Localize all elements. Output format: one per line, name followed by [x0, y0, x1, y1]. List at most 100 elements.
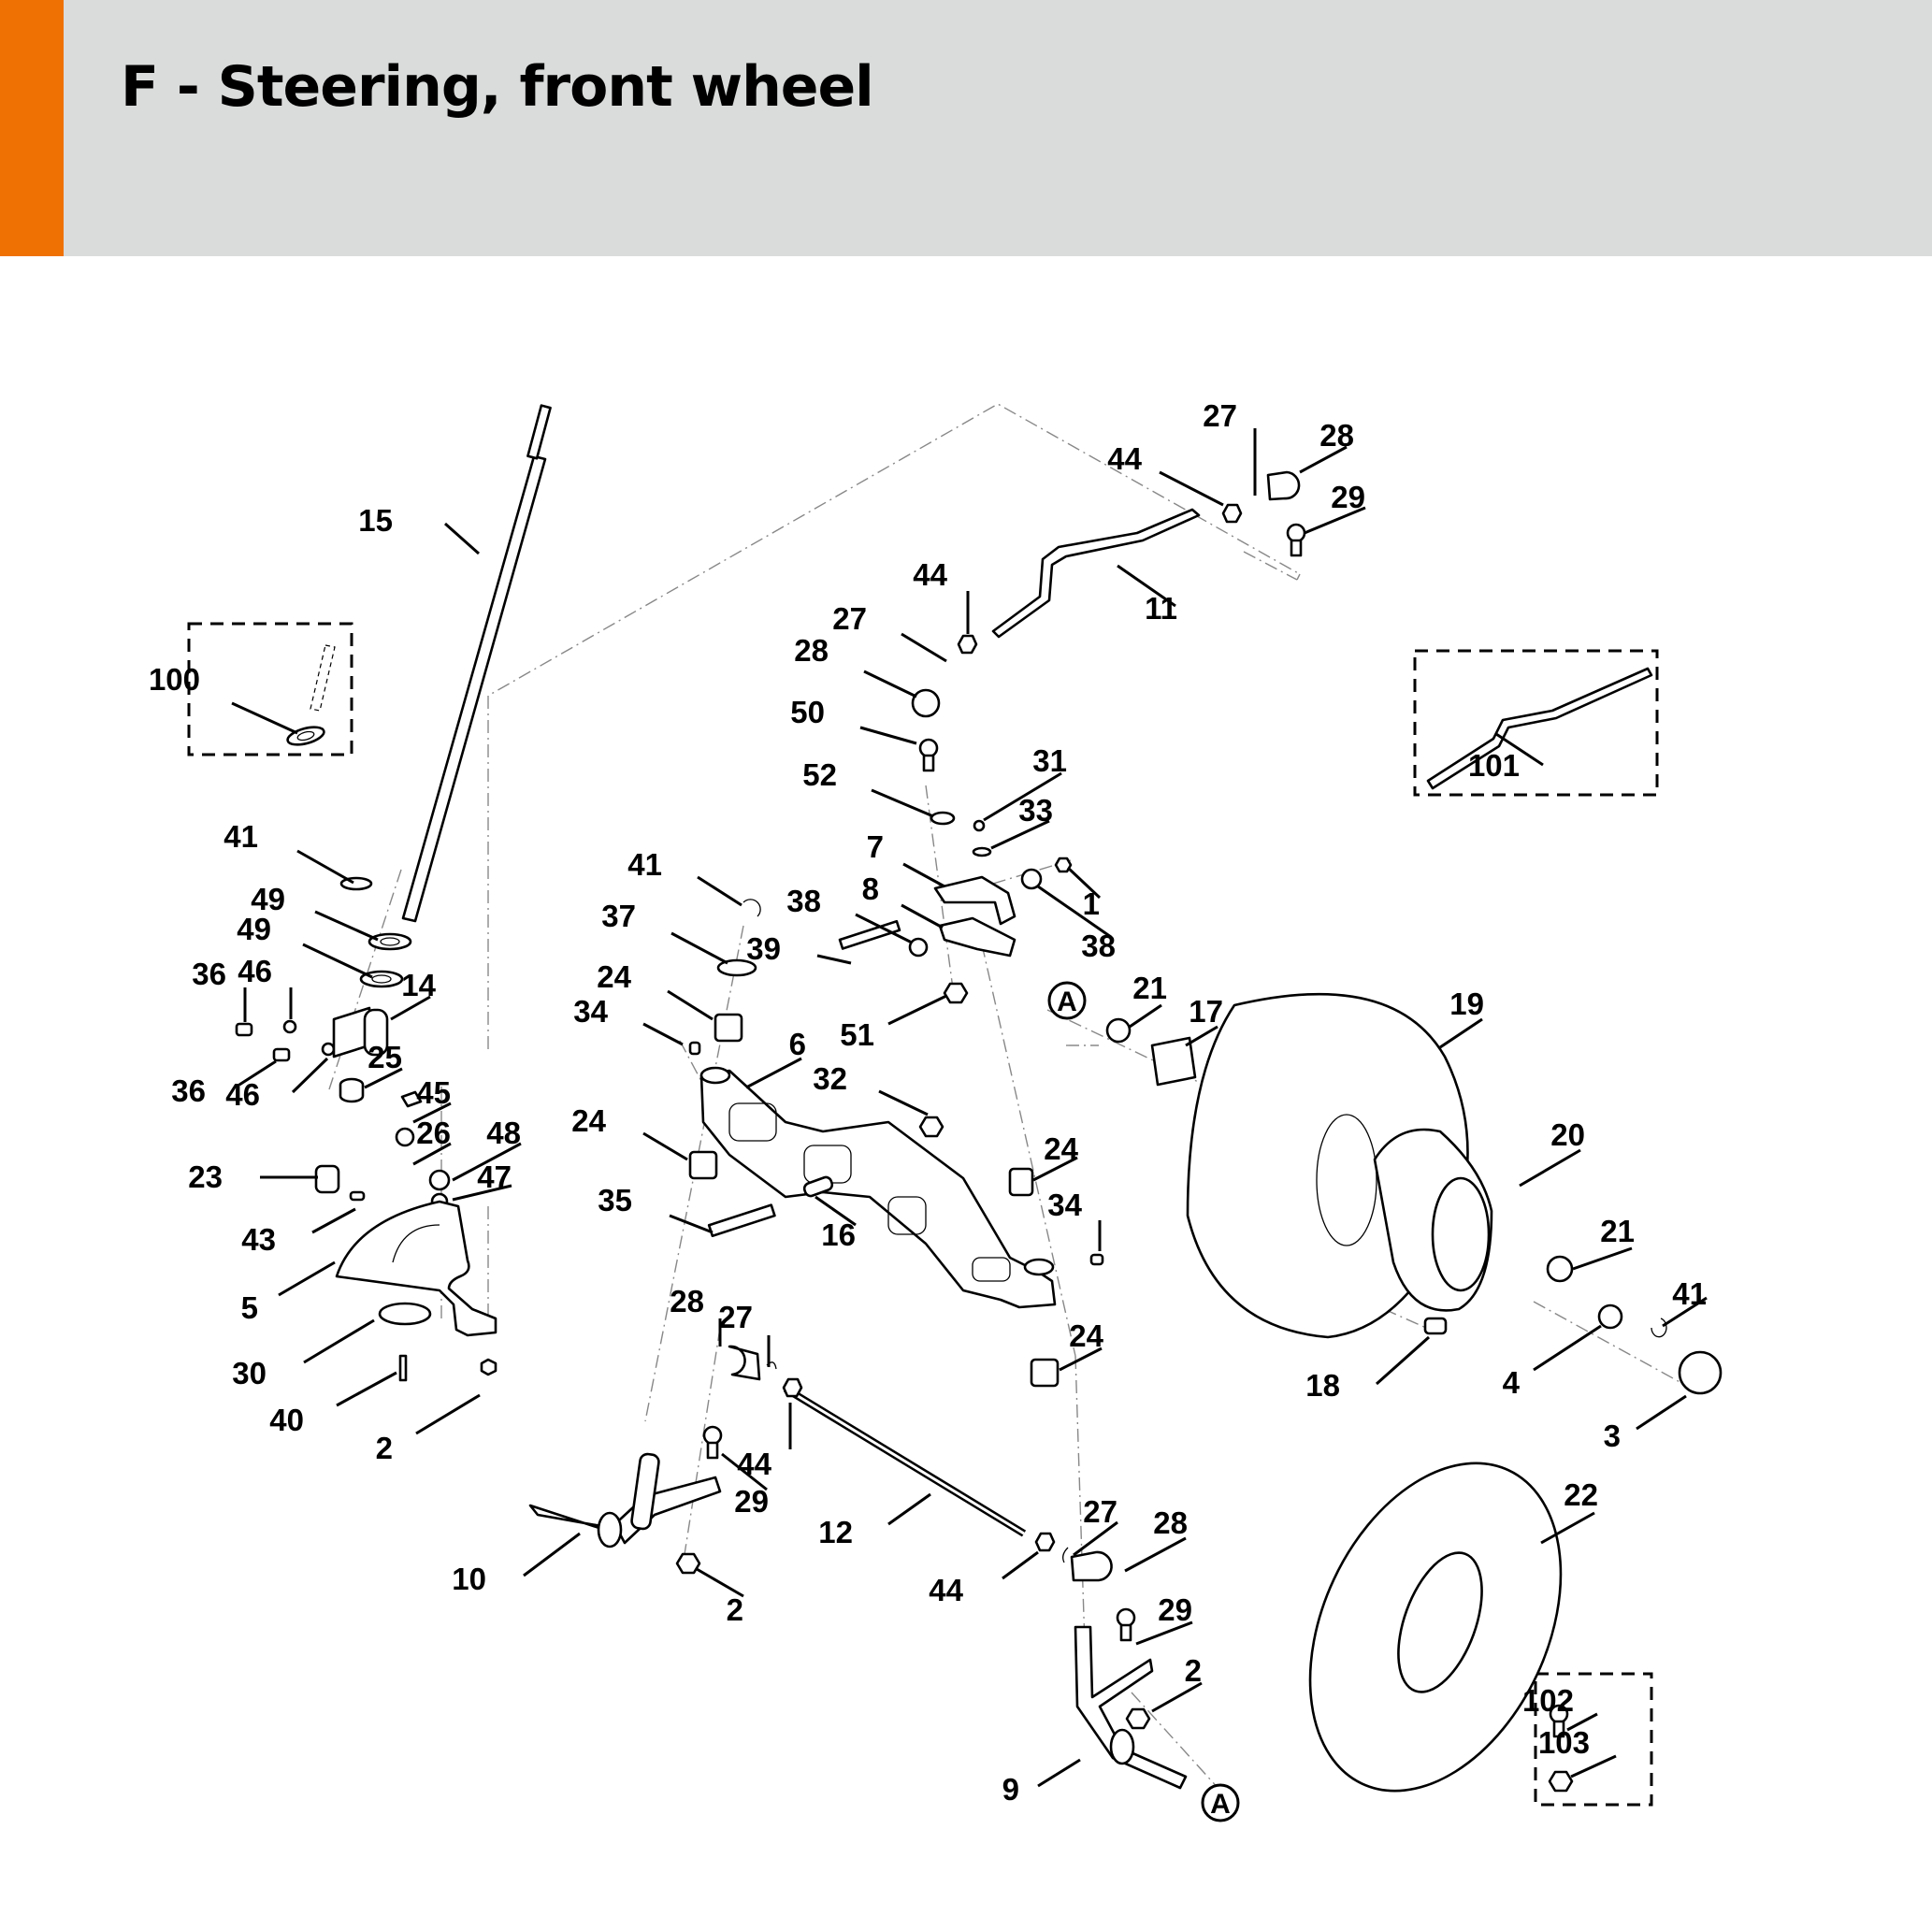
front-axle-part — [688, 899, 1104, 1388]
leader-line — [1159, 470, 1224, 507]
leader-line — [452, 1184, 512, 1202]
callout-47-washer: 47 — [452, 1159, 512, 1202]
callout-30-disc: 30 — [232, 1318, 375, 1390]
callout-32-nut: 32 — [813, 1061, 929, 1116]
callout-12-tie-rod: 12 — [818, 1492, 931, 1549]
callout-14-bearing-bracket: 14 — [390, 968, 437, 1021]
callout-39-bolt: 39 — [746, 931, 852, 966]
part-number-label: 21 — [1600, 1214, 1635, 1248]
callout-38-washer: 38 — [1037, 885, 1116, 963]
callout-1-nut: 1 — [1066, 866, 1102, 921]
part-number-label: 28 — [670, 1284, 704, 1318]
leader-line — [303, 1318, 375, 1364]
callout-28-ball-socket: 28 — [1299, 418, 1354, 474]
part-number-label: 11 — [1145, 591, 1177, 626]
part-number-label: 32 — [813, 1061, 847, 1096]
callout-50-ball-stud: 50 — [790, 695, 917, 745]
part-number-label: 41 — [627, 847, 662, 882]
leader-line — [1059, 1347, 1103, 1372]
callout-24-bushing: 24 — [571, 1103, 688, 1161]
callout-24-bushing: 24 — [597, 959, 714, 1021]
part-number-label: 29 — [1158, 1592, 1192, 1627]
leader-line — [238, 1059, 277, 1087]
callout-40-screw: 40 — [269, 1371, 397, 1437]
leader-line — [669, 1214, 714, 1234]
part-number-label: 37 — [601, 899, 636, 933]
part-number-label: 9 — [1002, 1772, 1019, 1807]
part-number-label: 101 — [1468, 748, 1520, 783]
leader-line — [990, 819, 1050, 850]
orange-accent-bar — [0, 0, 64, 256]
part-number-label: 1 — [1083, 886, 1100, 921]
leader-line — [1117, 564, 1176, 608]
part-number-label: 49 — [251, 882, 285, 916]
leader-line — [1151, 1681, 1203, 1713]
leader-line — [816, 954, 852, 965]
part-number-label: 40 — [269, 1403, 304, 1437]
part-number-label: 29 — [1331, 480, 1365, 514]
leader-line — [855, 913, 913, 944]
leader-line — [1135, 1620, 1193, 1646]
callout-21-bearing: 21 — [1129, 971, 1167, 1029]
callout-41-retaining-ring: 41 — [223, 819, 354, 885]
leader-line — [278, 1260, 336, 1297]
leader-line — [887, 1492, 931, 1526]
callout-43-pin: 43 — [241, 1207, 356, 1257]
leader-line — [871, 788, 934, 818]
part-number-label: 5 — [241, 1290, 258, 1325]
leader-line — [859, 726, 917, 745]
part-number-label: 24 — [597, 959, 631, 994]
callout-24-bushing: 24 — [1032, 1131, 1079, 1182]
kit-101-part — [1426, 667, 1653, 790]
callout-44-nut: 44 — [913, 557, 970, 634]
leader-line — [983, 771, 1062, 822]
callout-31-screw: 31 — [983, 743, 1067, 822]
leader-line — [336, 1371, 397, 1407]
part-number-label: 51 — [840, 1017, 874, 1052]
leader-line — [1304, 506, 1366, 535]
leader-line — [670, 931, 728, 965]
callout-8-steering-plate: 8 — [862, 871, 944, 929]
part-number-label: 52 — [802, 757, 837, 792]
callout-29-ball-stud: 29 — [721, 1452, 769, 1519]
header-band — [0, 0, 1932, 256]
steering-sector-part — [335, 1200, 497, 1382]
leader-line — [878, 1089, 929, 1116]
leader-line — [415, 1393, 481, 1435]
callout-27-spring-clip: 27 — [832, 601, 947, 663]
callout-41-retaining-ring: 41 — [627, 847, 743, 907]
leader-line — [311, 1207, 356, 1234]
leader-line — [642, 1022, 684, 1046]
kit-box-102-103 — [1534, 1672, 1653, 1807]
part-number-label: 2 — [727, 1592, 743, 1627]
leader-line — [901, 903, 944, 929]
part-number-label: 6 — [789, 1027, 806, 1061]
leader-line — [1519, 1148, 1581, 1188]
part-number-label: 31 — [1032, 743, 1067, 778]
callout-36-bolt: 36 — [171, 1059, 277, 1108]
leader-line — [642, 1131, 688, 1161]
callout-3-hub-cap: 3 — [1604, 1394, 1687, 1453]
callout-45-lock-nut: 45 — [412, 1075, 452, 1124]
callout-34-grease-nipple: 34 — [573, 994, 684, 1046]
leader-line — [863, 670, 917, 699]
leader-line — [296, 849, 354, 885]
callout-46-washer: 46 — [225, 1057, 329, 1112]
leader-line — [452, 1142, 522, 1182]
callout-52-washer: 52 — [802, 757, 934, 818]
ref-marker-a-bottom — [1201, 1783, 1240, 1822]
leader-line — [1185, 1025, 1218, 1047]
leader-line — [1124, 1536, 1187, 1573]
callout-7-steering-arm: 7 — [867, 829, 945, 888]
part-number-label: 26 — [416, 1116, 451, 1150]
callout-49-washer: 49 — [251, 882, 379, 942]
part-number-label: 34 — [573, 994, 608, 1029]
part-number-label: 17 — [1189, 994, 1223, 1029]
leader-line — [390, 995, 431, 1021]
callout-11-drag-link: 11 — [1117, 564, 1177, 626]
part-number-label: 44 — [737, 1447, 771, 1481]
part-number-label: 24 — [571, 1103, 606, 1138]
callout-29-ball-stud: 29 — [1304, 480, 1366, 535]
callout-28-ball-socket: 28 — [794, 633, 917, 699]
